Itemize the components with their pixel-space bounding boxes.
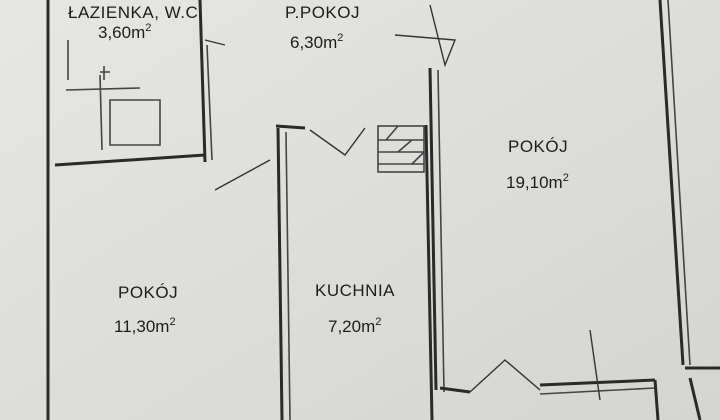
door-hall-left [214,159,271,191]
doors [204,4,601,401]
room-name: ŁAZIENKA, W.C [68,3,198,22]
walls [46,0,720,420]
room-name: POKÓJ [118,283,178,302]
room-area: 7,20m2 [328,316,381,336]
door-balcony [469,359,541,393]
room-labels: ŁAZIENKA, W.C 3,60m2 P.POKOJ 6,30m2 POKÓ… [68,3,569,336]
room-name: KUCHNIA [315,281,395,300]
room-area: 19,10m2 [506,172,569,192]
door-bottom-right [589,329,601,401]
door-kitchen [309,127,366,156]
door-bathroom [204,39,226,46]
room-name: POKÓJ [508,137,568,156]
room-area: 6,30m2 [290,32,343,52]
room-area: 3,60m2 [98,22,151,42]
room-name: P.POKOJ [285,3,360,22]
room-pokoj-large: POKÓJ 19,10m2 [506,137,569,192]
room-pokoj-left: POKÓJ 11,30m2 [114,283,178,336]
door-top-right [394,4,457,68]
room-kuchnia: KUCHNIA 7,20m2 [315,281,395,336]
room-przedpokoj: P.POKOJ 6,30m2 [285,3,360,52]
room-area: 11,30m2 [114,316,176,336]
room-lazienka: ŁAZIENKA, W.C 3,60m2 [68,3,198,42]
